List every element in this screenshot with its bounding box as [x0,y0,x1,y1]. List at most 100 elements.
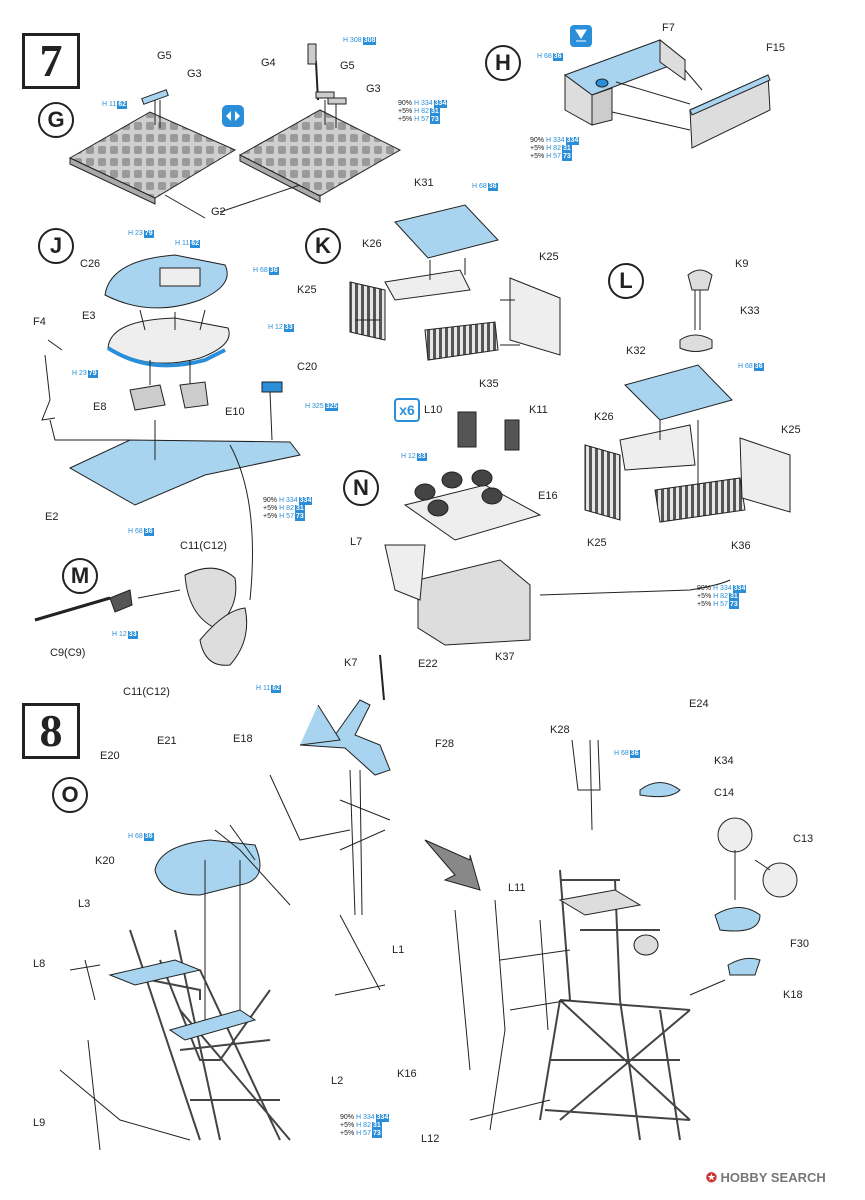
part-label: K25 [587,537,607,549]
part-label: K26 [594,411,614,423]
sub-L-circle: L [608,263,644,299]
quantity-x6-badge: x6 [394,398,420,422]
part-label: K31 [414,177,434,189]
part-label: L11 [508,882,526,894]
part-label: C11(C12) [123,686,170,698]
part-label: E10 [225,406,245,418]
panel-K32 [624,364,733,421]
watermark: ✪ HOBBY SEARCH [706,1170,826,1186]
part-label: C13 [793,833,814,845]
part-label: K7 [344,657,358,669]
part-label: K33 [740,305,760,317]
part-label: G3 [187,68,202,80]
sub-M-circle: M [62,558,98,594]
sub-N-circle: N [343,470,379,506]
part-F15 [689,74,771,149]
part-label: E20 [100,750,120,762]
grate-plate-left [68,111,237,199]
part-label: L2 [331,1075,344,1087]
sub-K-circle: K [305,228,341,264]
sub-H-circle: H [485,45,521,81]
part-label: K37 [495,651,515,663]
part-label: L10 [424,404,443,416]
part-label: K34 [714,755,734,767]
part-label: F7 [662,22,675,34]
part-label: K16 [397,1068,417,1080]
part-label: G3 [366,83,381,95]
part-label: K18 [783,989,803,1001]
part-label: F28 [435,738,454,750]
part-label: G5 [157,50,172,62]
part-label: E2 [45,511,59,523]
vent-K36 [654,477,746,523]
part-label: C14 [714,787,735,799]
part-label: K11 [529,404,548,416]
lattice-tower-left [129,929,291,1141]
step-8-box: 8 [22,703,80,759]
part-label: C9(C9) [50,647,86,659]
box-K37 [417,559,531,646]
deck-K20 [154,839,261,896]
platform-F28 [299,699,391,776]
part-label: E8 [93,401,107,413]
part-label: L3 [78,898,91,910]
part-label: C20 [297,361,318,373]
part-label: E3 [82,310,96,322]
step-7-box: 7 [22,33,80,89]
part-label: L8 [33,958,46,970]
part-label: F15 [766,42,785,54]
part-label: K9 [735,258,749,270]
part-label: K25 [781,424,801,436]
part-label: E18 [233,733,253,745]
part-label: K28 [550,724,570,736]
part-label: E24 [689,698,709,710]
vent-K35 [424,321,499,361]
part-label: C26 [80,258,101,270]
part-label: E22 [418,658,438,670]
grate-plate-right [238,109,402,197]
part-label: L7 [350,536,363,548]
part-label: F4 [33,316,46,328]
sub-G-circle: G [38,102,74,138]
sub-O-circle: O [52,777,88,813]
deck-E2 [68,439,301,506]
part-label: L1 [392,944,405,956]
lattice-tower-right [539,869,691,1141]
flip-arrows-icon [222,105,244,127]
part-label: K25 [539,251,559,263]
part-label: F30 [790,938,809,950]
paint-drop-icon [570,25,592,47]
watermark-text: HOBBY SEARCH [720,1170,826,1185]
part-label: L9 [33,1117,46,1129]
part-label: E21 [157,735,177,747]
part-label: K26 [362,238,382,250]
part-label: K25 [297,284,317,296]
part-label: G4 [261,57,276,69]
part-label: L12 [421,1133,440,1145]
part-label: G2 [211,206,226,218]
sub-J-circle: J [38,228,74,264]
part-label: K32 [626,345,646,357]
part-label: K20 [95,855,115,867]
part-label: K35 [479,378,499,390]
